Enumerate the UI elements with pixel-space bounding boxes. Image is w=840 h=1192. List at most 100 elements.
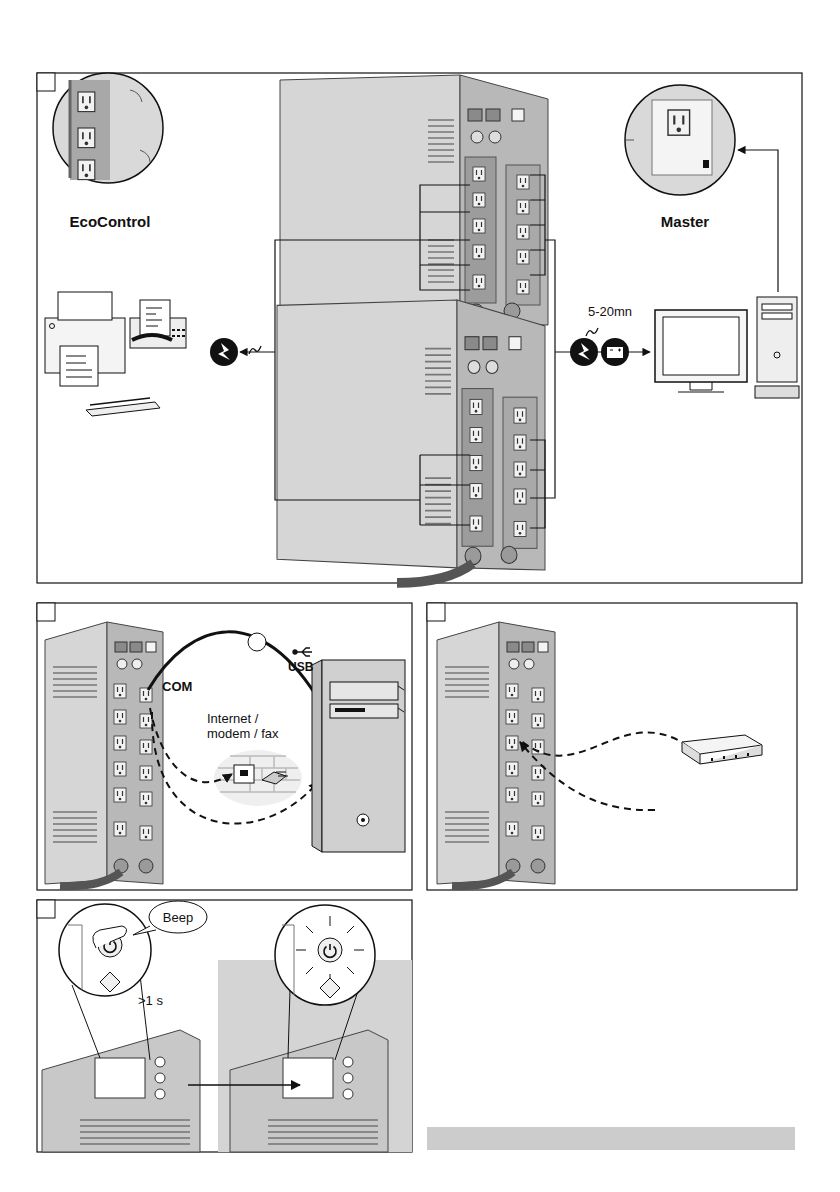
- ups-unit-part: [277, 300, 545, 583]
- ups-front-part: [283, 1058, 333, 1098]
- ups-unit: [277, 75, 548, 583]
- ups-front-part: [155, 1073, 165, 1083]
- wall-jack-part: [276, 772, 288, 776]
- router-part: [682, 742, 762, 764]
- tower-computer-part: [755, 386, 799, 398]
- panel-frame-part: [427, 603, 797, 890]
- bubble-text: Beep: [163, 910, 193, 925]
- tower-computer-part: [361, 818, 365, 822]
- zoom-circle: [59, 904, 375, 1005]
- ups-front-part: [155, 1057, 165, 1067]
- zoom-circle-part: [652, 100, 712, 175]
- zoom-circle-part: [324, 944, 336, 957]
- zoom-circle-part: [78, 92, 95, 112]
- outlet-bracket-part: [738, 150, 778, 292]
- zoom-circle-part: [703, 160, 709, 168]
- wall-jack-part: [262, 772, 286, 784]
- connection-label: Internet / modem / fax: [207, 712, 302, 742]
- tower-computer-part: [330, 704, 398, 718]
- fax-machine-part: [132, 335, 172, 340]
- ac-symbol: [249, 328, 598, 354]
- ups-front-part: [230, 1030, 388, 1152]
- zoom-circle-part: [626, 140, 634, 141]
- part-label: Master: [630, 213, 740, 230]
- printer-part: [60, 346, 98, 386]
- zoom-circle-part: [275, 905, 375, 1005]
- wall-jack-part: [216, 756, 300, 792]
- tower-computer-part: [357, 814, 369, 826]
- tower-computer-part: [312, 660, 322, 852]
- tower-computer-part: [398, 686, 404, 712]
- panel-number-box: [37, 73, 445, 918]
- dashed-cable-part: [520, 742, 655, 810]
- zoom-circle-part: [318, 938, 342, 962]
- ups-front-part: [343, 1089, 353, 1099]
- router: [682, 735, 762, 764]
- zoom-circle-part: [625, 85, 735, 195]
- panel-frame-part: [37, 900, 412, 1152]
- bubble-shape: [149, 901, 207, 933]
- printer-part: [66, 356, 92, 377]
- com-cable-part: [248, 633, 266, 651]
- panel-number-box-part: [427, 603, 445, 621]
- part-label: EcoControl: [50, 213, 170, 230]
- ac-symbol-part: [586, 328, 598, 336]
- ups-front-part: [343, 1073, 353, 1083]
- ups-unit-part: [280, 75, 548, 337]
- dashed-cable: [150, 708, 318, 824]
- printer: [45, 292, 125, 386]
- ups-front-part: [268, 1120, 378, 1144]
- printer-part: [58, 292, 112, 320]
- zoom-circle-part: [668, 110, 690, 135]
- zoom-circle-part: [78, 160, 95, 180]
- tower-computer-part: [762, 304, 792, 310]
- ac-symbol-part: [249, 346, 261, 354]
- tower-computer-part: [322, 660, 405, 852]
- outlet-bracket-part: [420, 185, 470, 290]
- outlet-bracket-part: [545, 240, 650, 498]
- tower-computer: [312, 660, 405, 852]
- dashed-cable-part: [520, 732, 688, 755]
- fax-machine-part: [146, 308, 162, 326]
- dashed-cable: [520, 732, 688, 810]
- surge-icon-part: [210, 338, 238, 366]
- ups-front-part: [343, 1057, 353, 1067]
- zoom-circle-part: [320, 978, 340, 998]
- ups-unit: [437, 622, 555, 886]
- surge-icon: [210, 338, 598, 366]
- panel-frame: [37, 73, 802, 1152]
- zoom-circle-part: [70, 80, 110, 180]
- zoom-circle-part: [78, 128, 95, 148]
- fax-machine: [130, 300, 186, 348]
- bubble-tail-part: [133, 926, 156, 935]
- surge-icon-part: [570, 338, 598, 366]
- zoom-circle-part: [59, 904, 151, 996]
- outlet-bracket-part: [530, 175, 545, 275]
- zoom-circle-part: [100, 972, 120, 992]
- usb-symbol: [293, 648, 312, 656]
- dashed-cable-part: [152, 712, 318, 824]
- zoom-circle-part: [68, 925, 82, 990]
- tower-computer-part: [335, 708, 365, 712]
- zoom-circle-part: [282, 925, 294, 995]
- printer-part: [50, 324, 55, 329]
- wall-jack-part: [240, 770, 248, 776]
- monitor: [655, 310, 747, 392]
- fax-machine-part: [172, 330, 185, 336]
- ups-unit-part: [45, 622, 163, 886]
- wall-jack-part: [234, 765, 254, 783]
- zoom-circle-part: [69, 80, 72, 178]
- speech-bubble: Beep: [148, 900, 208, 934]
- transition-arrow-part: [188, 1084, 300, 1086]
- scanner-part: [90, 398, 150, 405]
- tower-computer-part: [762, 313, 792, 319]
- tower-computer: [755, 297, 799, 398]
- zoom-circle-part: [130, 90, 150, 162]
- usb-symbol-part: [293, 650, 297, 654]
- ups-unit: [45, 622, 163, 886]
- ups-front-part: [80, 1120, 190, 1144]
- outlet-bracket-part: [530, 440, 545, 528]
- ups-front-part: [42, 1030, 200, 1152]
- zoom-circle-part: [93, 926, 127, 948]
- router-part: [712, 753, 748, 761]
